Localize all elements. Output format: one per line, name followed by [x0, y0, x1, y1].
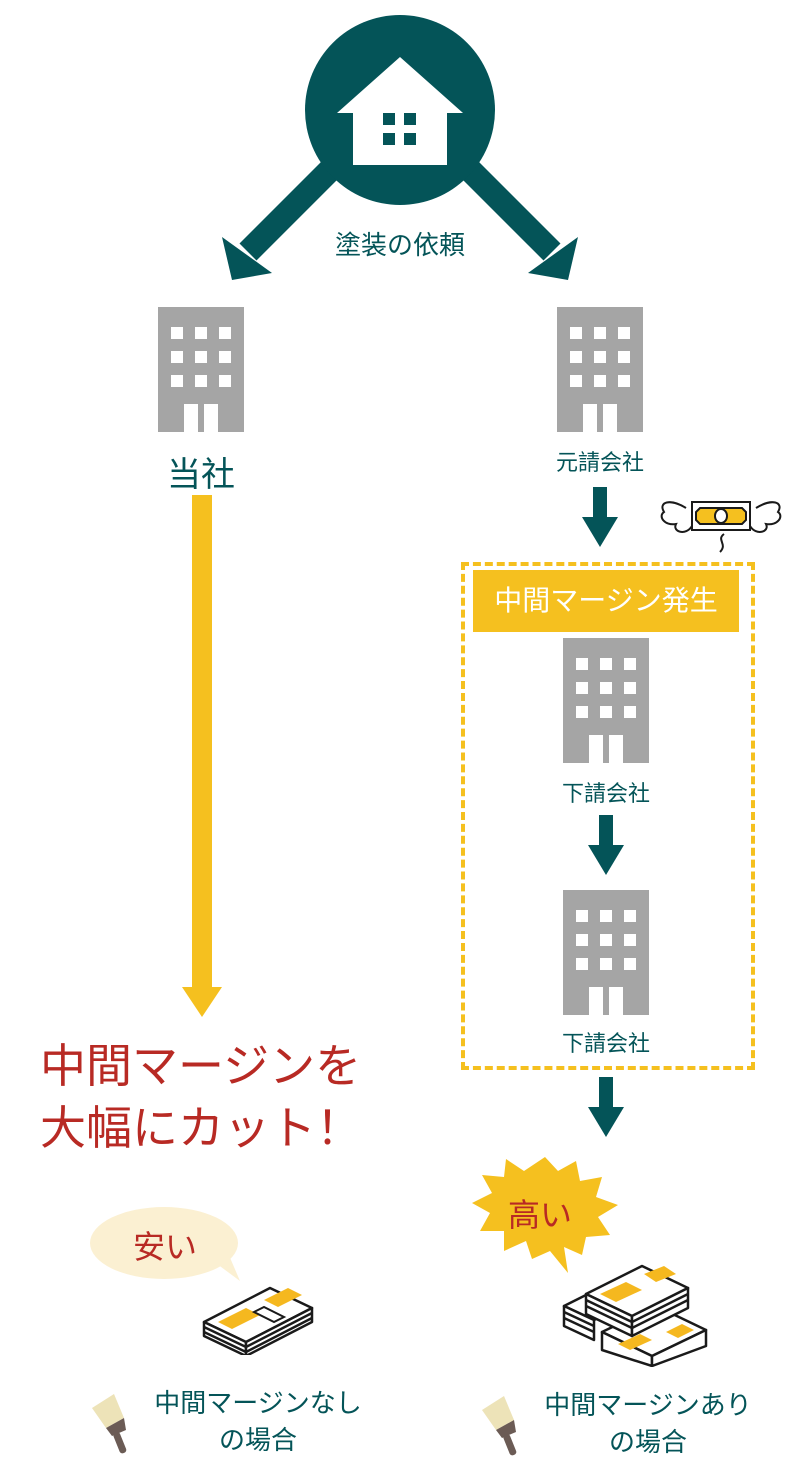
subcontractor-1-label: 下請会社: [561, 782, 650, 807]
expensive-label: 高い: [507, 1196, 572, 1234]
headline-line-1: 中間マージンを: [40, 1039, 362, 1093]
arrow-right-diagonal-icon: [461, 161, 578, 280]
paint-brush-icon: [92, 1394, 127, 1454]
no-margin-caption-line-1: 中間マージンなし: [154, 1389, 362, 1419]
house-icon: [337, 57, 463, 165]
paint-brush-icon: [482, 1396, 517, 1456]
down-arrow-icon: [588, 815, 624, 875]
prime-contractor-building-icon: [557, 307, 643, 432]
burst-bubble: [472, 1157, 618, 1273]
our-company-building-icon: [158, 307, 244, 432]
headline-line-2: 大幅にカット！: [40, 1101, 362, 1155]
no-margin-caption-line-2: の場合: [218, 1426, 297, 1456]
flying-money-icon: [660, 501, 782, 553]
long-yellow-arrow-icon: [182, 495, 222, 1017]
speech-bubble: [90, 1207, 240, 1281]
margin-banner: 中間マージン発生: [473, 570, 739, 632]
our-company-label: 当社: [167, 455, 235, 495]
intermediate-margin-box: [461, 562, 755, 1070]
money-stack-icon: [202, 1286, 314, 1355]
subcontractor-2-building-icon: [563, 890, 649, 1015]
subcontractor-2-label: 下請会社: [561, 1032, 650, 1057]
arrow-left-diagonal-icon: [222, 161, 339, 280]
request-label: 塗装の依頼: [334, 231, 465, 261]
money-stacks-icon: [562, 1264, 708, 1367]
prime-contractor-label: 元請会社: [555, 451, 644, 476]
down-arrow-icon: [582, 487, 618, 547]
with-margin-caption-line-1: 中間マージンあり: [544, 1391, 752, 1421]
with-margin-caption-line-2: の場合: [608, 1428, 687, 1458]
top-request-graphic: [222, 15, 578, 280]
cheap-label: 安い: [132, 1228, 197, 1266]
subcontractor-1-building-icon: [563, 638, 649, 763]
down-arrow-icon: [588, 1077, 624, 1137]
